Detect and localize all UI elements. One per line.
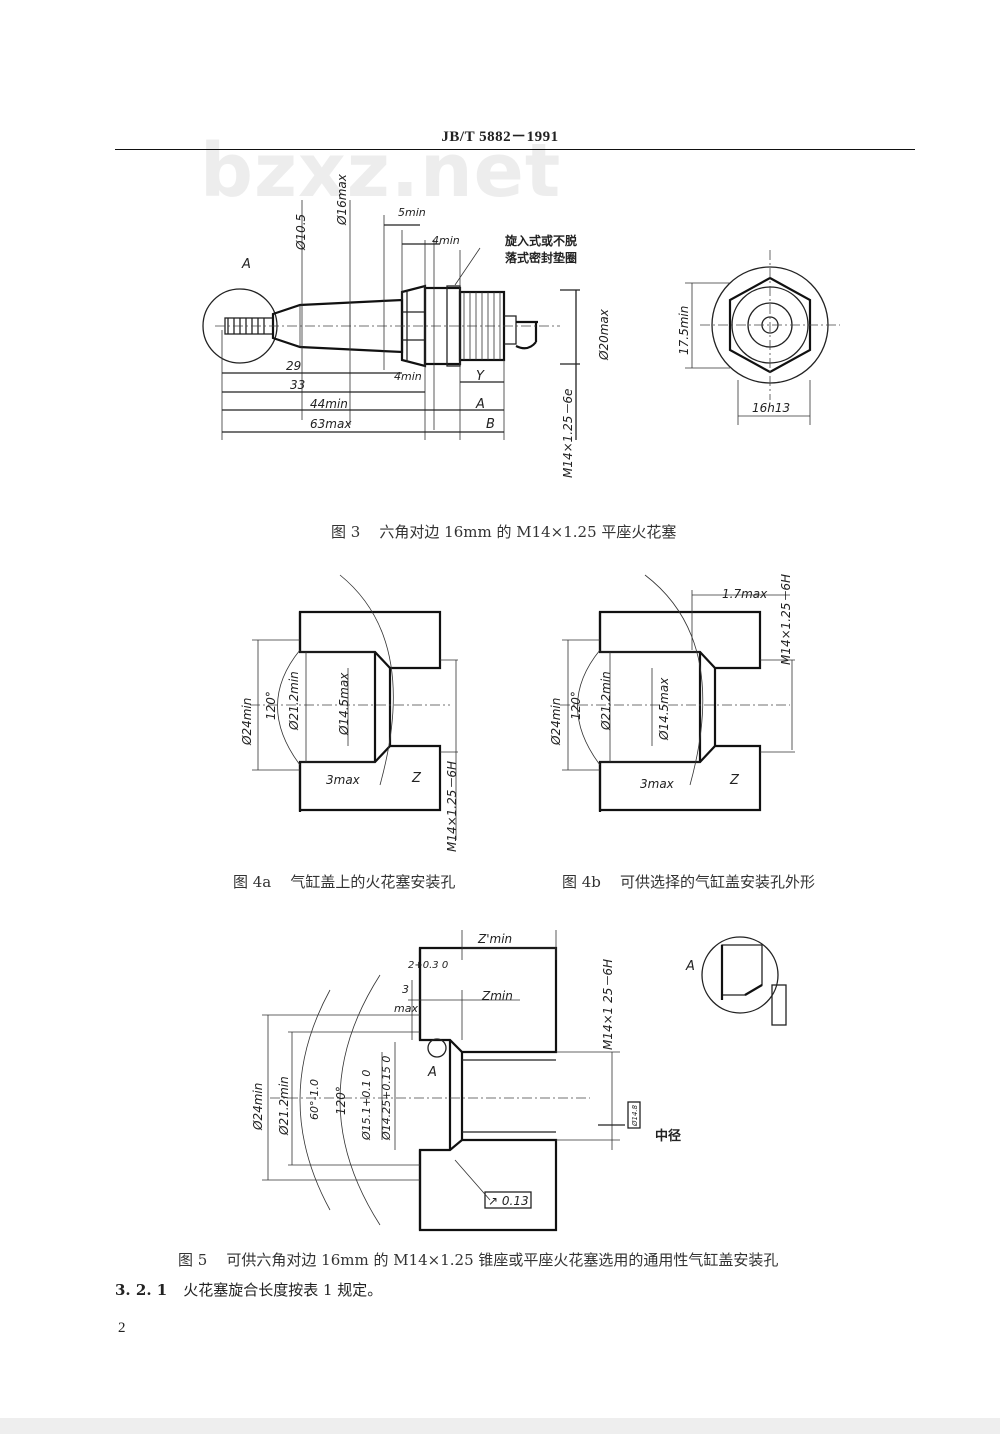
fig4b-z: Z [729,773,740,788]
watermark: bzxz.net [200,128,562,214]
fig3-dim-16h13: 16h13 [752,401,790,415]
figure-3-drawing: A Ø10.5 Ø16max 5min 4min 旋入式或不脱 落式密封垫圈 2… [202,173,840,478]
standard-header: JB/T 5882－1991 [441,129,559,145]
fig3-4min-bottom: 4min [394,370,422,383]
fig5-zmin: Zmin [481,989,513,1003]
fig3-dim-44min: 44min [310,397,348,411]
fig4b-angle-120: 120° [569,691,583,720]
fig3-seal-note-1: 旋入式或不脱 [504,233,577,248]
figure-4b-caption: 图 4b 可供选择的气缸盖安装孔外形 [562,873,815,891]
fig3-detail-a: A [241,257,251,272]
fig4b-dia-24min: Ø24min [549,698,563,746]
fig4a-z: Z [411,771,422,786]
fig4b-3max: 3max [640,777,675,791]
header-rule [115,149,915,150]
fig3-thread: M14×1.25－6e [561,389,575,478]
fig3-dim-a: A [475,397,485,412]
fig5-detail-a: A [427,1065,437,1080]
fig5-dia-15-1: Ø15.1+0.1 0 [360,1070,373,1141]
fig5-angle-60: 60°-1.0 [308,1079,321,1120]
fig3-dim-29: 29 [286,359,301,373]
fig3-dia-20max: Ø20max [597,308,611,361]
figure-4a-caption: 图 4a 气缸盖上的火花塞安装孔 [233,873,456,891]
fig4a-dia-21-2min: Ø21.2min [287,671,301,731]
figure-4a-drawing: Ø24min 120° Ø21.2min Ø14.5max 3max Z M14… [240,574,459,852]
fig5-tol-2: 2+0.3 0 [408,960,448,971]
fig3-dim-17-5min: 17.5min [677,306,691,355]
fig5-dia-14-25: Ø14.25+0.15 0 [380,1056,393,1141]
fig4a-dia-24min: Ø24min [240,698,254,746]
fig3-seal-note-2: 落式密封垫圈 [505,250,577,265]
figure-4b-drawing: 1.7max M14×1.25－6H Ø24min 120° Ø21.2min … [549,574,795,812]
fig5-detail-a2: A [685,959,695,974]
fig5-dim-3: 3 [402,983,409,996]
fig5-angle-120: 120° [334,1086,348,1115]
section-text: 火花塞旋合长度按表 1 规定。 [183,1281,383,1299]
viewer-bottom-bar [0,1418,1000,1434]
fig3-4min-top: 4min [432,234,460,247]
section-3-2-1: 3. 2. 1 火花塞旋合长度按表 1 规定。 [115,1279,382,1300]
fig3-dim-y: Y [476,369,485,384]
fig4a-dia-14-5max: Ø14.5max [337,672,351,736]
section-number: 3. 2. 1 [115,1281,168,1299]
fig4a-3max: 3max [326,773,361,787]
fig3-dim-33: 33 [290,378,305,392]
fig3-5min: 5min [398,206,426,219]
fig5-z-prime-min: Z'min [477,932,512,946]
fig3-dia-16max: Ø16max [335,173,349,226]
figure-3-caption: 图 3 六角对边 16mm 的 M14×1.25 平座火花塞 [331,523,677,541]
page-number: 2 [118,1320,126,1336]
fig5-box-14-8: Ø14.8 [631,1104,639,1127]
fig5-pitch-label: 中径 [655,1128,681,1144]
fig4b-dia-14-5max: Ø14.5max [657,677,671,741]
fig5-runout: ↗ 0.13 [488,1194,529,1208]
fig5-dia-24min: Ø24min [251,1083,265,1131]
fig4a-thread: M14×1.25－6H [445,761,459,852]
fig4a-angle-120: 120° [264,691,278,720]
fig4b-1-7max: 1.7max [722,587,768,601]
fig3-dim-b: B [486,417,495,432]
fig4b-thread: M14×1.25－6H [779,574,793,665]
figure-5-drawing: Z'min M14×1 25－6H 2+0.3 0 3 max Zmin Ø24… [251,930,787,1232]
figure-5-caption: 图 5 可供六角对边 16mm 的 M14×1.25 锥座或平座火花塞选用的通用… [178,1251,779,1269]
fig3-dia-10-5: Ø10.5 [294,214,308,251]
fig5-thread: M14×1 25－6H [601,959,615,1050]
fig3-dim-63max: 63max [310,417,352,431]
fig5-max: max [394,1002,418,1015]
fig5-dia-21-2min: Ø21.2min [277,1076,291,1136]
fig4b-dia-21-2min: Ø21.2min [599,671,613,731]
